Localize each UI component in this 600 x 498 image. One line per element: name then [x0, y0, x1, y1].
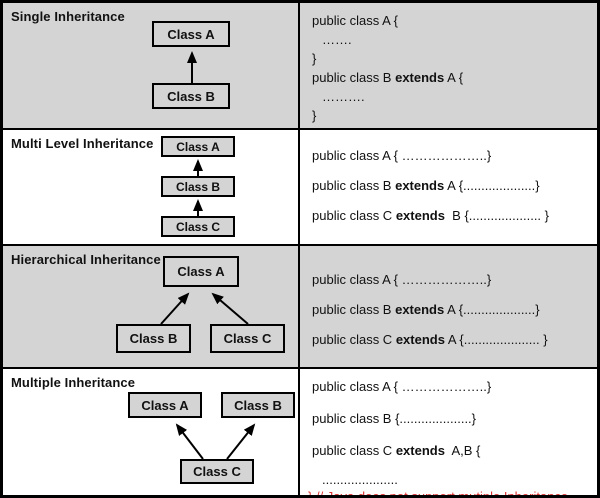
class-box-label: Class A [167, 26, 215, 42]
code-line: ……. [322, 32, 352, 47]
section-title: Multiple Inheritance [11, 375, 136, 390]
code-block: public class A { ………………..} public class … [312, 138, 591, 223]
class-box-b: Class B [221, 392, 295, 418]
class-box-label: Class A [177, 264, 225, 279]
class-box-a: Class A [161, 136, 235, 157]
arrow-c-to-a [211, 292, 249, 325]
class-box-a: Class A [152, 21, 230, 47]
code-line: public class C extends A {..............… [312, 332, 548, 347]
row-single-inheritance: Single Inheritance Class A Class B publi… [3, 3, 597, 128]
code-block: public class A { ………………..} public class … [308, 377, 591, 495]
class-box-label: Class A [141, 397, 189, 413]
code-line: ..................... [322, 472, 398, 487]
section-title: Multi Level Inheritance [11, 136, 154, 151]
class-box-label: Class B [175, 179, 221, 194]
code-line: public class B extends A { [312, 70, 464, 85]
diagram-panel-hierarchical: Hierarchical Inheritance Class A Class B… [3, 246, 300, 367]
row-multiple-inheritance: Multiple Inheritance Class A Class B Cla… [3, 367, 597, 495]
class-box-b: Class B [152, 83, 230, 109]
code-panel-multiple: public class A { ………………..} public class … [300, 369, 597, 495]
diagram-panel-multilevel: Multi Level Inheritance Class A Class B … [3, 130, 300, 244]
class-box-b: Class B [116, 324, 191, 353]
code-line: ………. [322, 89, 365, 104]
class-box-label: Class B [167, 88, 215, 104]
diagram-panel-multiple: Multiple Inheritance Class A Class B Cla… [3, 369, 300, 495]
code-line: public class A { ………………..} [312, 272, 492, 287]
class-box-c: Class C [161, 216, 235, 237]
code-block: public class A { ……. } public class B ex… [312, 11, 591, 125]
class-box-c: Class C [180, 459, 254, 484]
diagram-panel-single: Single Inheritance Class A Class B [3, 3, 300, 128]
code-block: public class A { ………………..} public class … [312, 254, 591, 347]
code-line: public class B {....................} [312, 411, 477, 426]
class-box-label: Class C [193, 464, 241, 479]
code-line-comment: } // Java does not support mutiple Inher… [308, 487, 591, 495]
row-multi-level-inheritance: Multi Level Inheritance Class A Class B … [3, 128, 597, 244]
code-panel-hierarchical: public class A { ………………..} public class … [300, 246, 597, 367]
code-line: public class C extends B {..............… [312, 208, 549, 223]
code-line: public class A { ………………..} [312, 379, 492, 394]
inheritance-arrows [187, 51, 197, 83]
inheritance-arrows [175, 423, 256, 460]
section-title: Single Inheritance [11, 9, 125, 24]
row-hierarchical-inheritance: Hierarchical Inheritance Class A Class B… [3, 244, 597, 367]
inheritance-arrows [160, 292, 249, 325]
code-panel-single: public class A { ……. } public class B ex… [300, 3, 597, 128]
class-box-label: Class A [176, 139, 220, 154]
class-box-a: Class A [128, 392, 202, 418]
class-box-label: Class B [129, 331, 178, 346]
class-box-a: Class A [163, 256, 239, 287]
class-box-label: Class C [223, 331, 272, 346]
code-line: public class B extends A {..............… [312, 178, 540, 193]
inheritance-arrows [193, 159, 203, 216]
code-line: } [312, 51, 317, 66]
code-line: } [312, 108, 317, 123]
code-line: public class A { ………………..} [312, 148, 492, 163]
arrow-b-to-a [160, 292, 190, 325]
code-line: public class B extends A {..............… [312, 302, 540, 317]
code-line: public class C extends A,B { [312, 443, 481, 458]
class-box-c: Class C [210, 324, 285, 353]
class-box-label: Class B [234, 397, 282, 413]
class-box-b: Class B [161, 176, 235, 197]
arrow-c-to-b [226, 423, 256, 460]
class-box-label: Class C [175, 219, 221, 234]
arrow-c-to-a [175, 423, 204, 460]
code-line: public class A { [312, 13, 398, 28]
section-title: Hierarchical Inheritance [11, 252, 161, 267]
code-panel-multilevel: public class A { ………………..} public class … [300, 130, 597, 244]
